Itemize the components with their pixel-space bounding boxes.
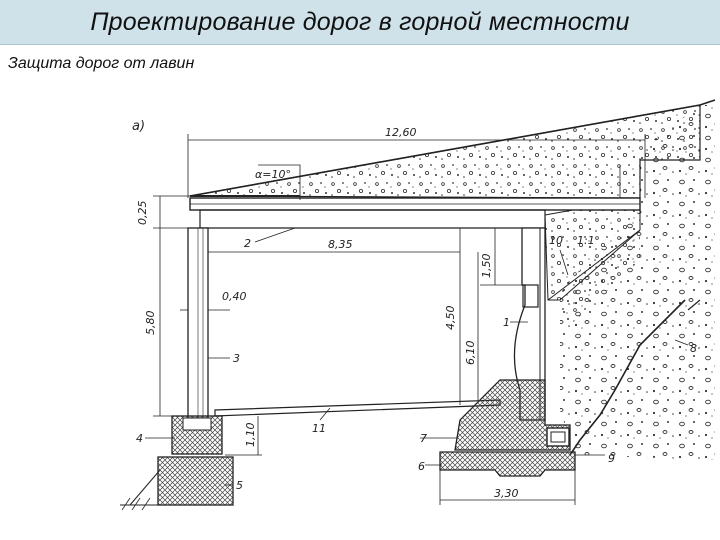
callout-4: 4 <box>136 432 143 445</box>
callout-6: 6 <box>418 460 425 473</box>
dim-footing-height: 1,10 <box>244 423 257 448</box>
callout-8: 8 <box>690 342 697 355</box>
roof-beam <box>199 209 546 229</box>
dim-inner-span: 8,35 <box>328 238 353 251</box>
callout-9: 9 <box>608 452 615 465</box>
callout-2: 2 <box>244 237 251 250</box>
callout-7: 7 <box>420 432 427 445</box>
dim-total-span: 12,60 <box>385 126 417 139</box>
callout-1: 1 <box>503 316 510 329</box>
dim-slope-ratio: 1:1 <box>577 234 595 247</box>
left-base-block <box>157 456 234 506</box>
dim-base-width: 3,30 <box>494 487 519 500</box>
dim-clear-height: 4,50 <box>444 306 457 331</box>
slide-subtitle: Защита дорог от лавин <box>8 55 195 72</box>
slope-face <box>569 299 686 456</box>
mountain-slope <box>560 105 715 460</box>
dimension-lines <box>153 134 646 505</box>
panel-letter: а) <box>132 119 145 134</box>
dim-wall-thickness: 0,40 <box>222 290 247 303</box>
drain <box>546 427 570 447</box>
callout-3: 3 <box>233 352 240 365</box>
dim-wall-height: 5,80 <box>144 311 157 336</box>
dim-bracket-height: 1,50 <box>480 254 493 279</box>
callout-11: 11 <box>312 422 326 435</box>
slide-title-bar: Проектирование дорог в горной местности <box>0 0 720 45</box>
right-foundation <box>454 379 571 451</box>
dim-slab-thickness: 0,25 <box>136 201 149 226</box>
base-slab <box>439 451 576 477</box>
callout-5: 5 <box>236 479 243 492</box>
dim-roof-angle: α=10° <box>255 168 291 181</box>
leader-lines <box>145 227 689 486</box>
road-deck <box>214 399 501 417</box>
slide-title: Проектирование дорог в горной местности <box>90 7 630 36</box>
callout-10: 10 <box>549 234 563 247</box>
dim-pier-height: 6,10 <box>464 341 477 366</box>
